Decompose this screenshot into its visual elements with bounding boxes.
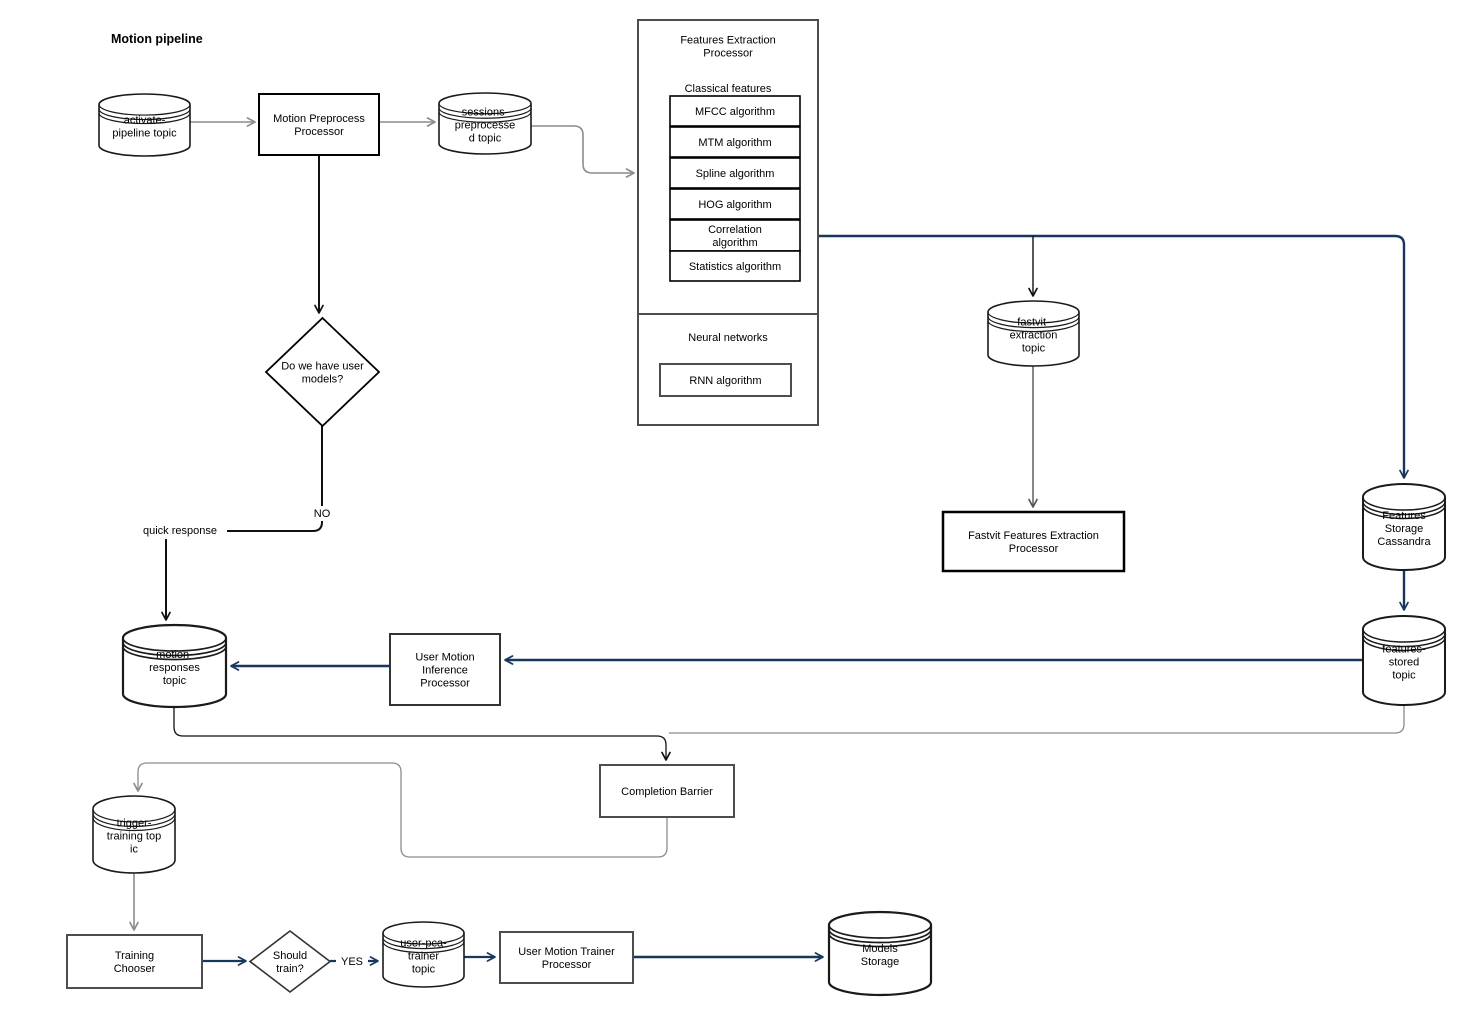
edge-completion-barrier-to-trigger-training [133, 762, 668, 858]
label-text: Classical features [685, 83, 772, 95]
node-spline-algorithm: Spline algorithm [669, 157, 801, 189]
label-quick-response: quick response [133, 523, 227, 538]
node-statistics-algorithm: Statistics algorithm [669, 250, 801, 282]
node-rnn-algorithm: RNN algorithm [659, 363, 792, 397]
nodes-layer: activate-pipeline topic Motion Preprocess… [66, 19, 1446, 997]
label-text: Statistics algorithm [689, 261, 781, 273]
edge-features-stored-to-completion-barrier [669, 705, 1405, 734]
label-quick-response-text: quick response [143, 525, 217, 537]
edge-features-to-cassandra [818, 234, 1409, 479]
label-text: RNN algorithm [689, 375, 761, 387]
edges-layer [129, 117, 1409, 966]
node-hog-algorithm: HOG algorithm [669, 188, 801, 220]
label-text: HOG algorithm [698, 199, 771, 211]
node-mtm-algorithm: MTM algorithm [669, 126, 801, 158]
diagram-title-text: Motion pipeline [111, 32, 203, 46]
node-mfcc-algorithm: MFCC algorithm [669, 95, 801, 127]
label-text: Completion Barrier [621, 786, 713, 798]
label-yes-text: YES [341, 956, 363, 968]
node-completion-barrier: Completion Barrier [599, 764, 735, 818]
node-activate-pipeline-topic: activate-pipeline topic [98, 93, 191, 157]
label-yes: YES [336, 954, 368, 969]
label-text: Spline algorithm [696, 168, 775, 180]
neural-networks-heading: Neural networks [688, 332, 768, 344]
edge-sessions-to-features [531, 125, 635, 178]
label-no: NO [308, 506, 336, 521]
label-text: Neural networks [688, 332, 768, 344]
edge-decision-no-to-quick-response [224, 426, 323, 532]
label-text: activate-pipeline topic [112, 115, 177, 140]
diagram-title: Motion pipeline [111, 32, 203, 46]
classical-features-heading: Classical features [685, 83, 772, 95]
label-no-text: NO [314, 508, 331, 520]
label-text: MFCC algorithm [695, 106, 775, 118]
edge-motion-responses-to-completion-barrier [173, 707, 671, 761]
label-text: MTM algorithm [698, 137, 771, 149]
